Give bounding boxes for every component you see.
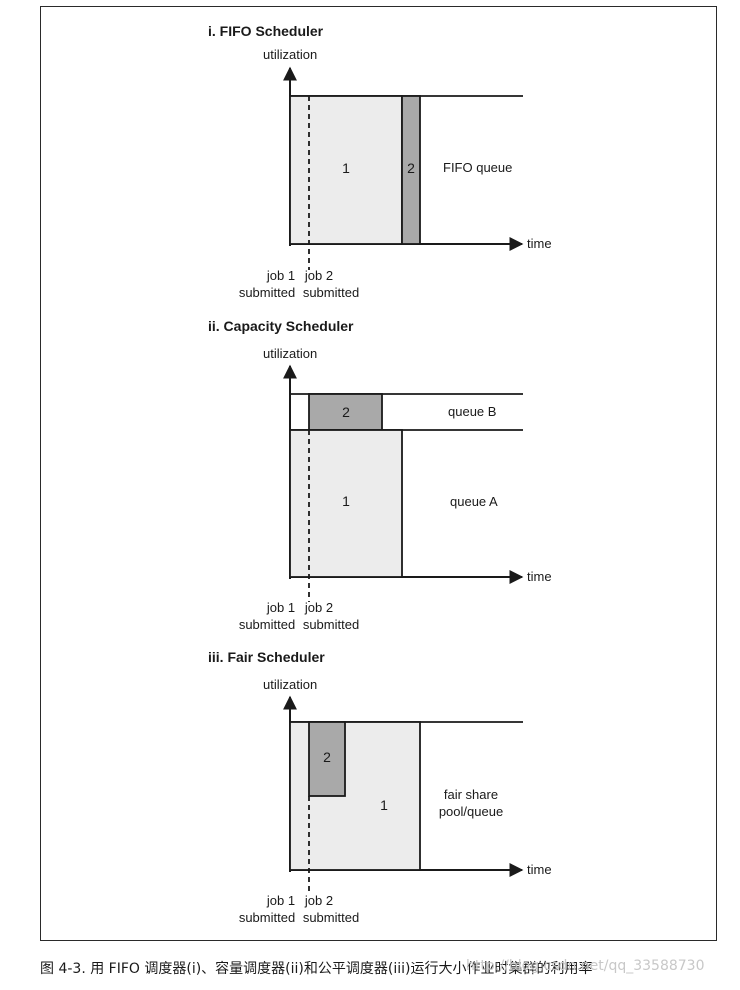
fifo-title: i. FIFO Scheduler — [208, 23, 324, 39]
fair-title: iii. Fair Scheduler — [208, 649, 325, 665]
fair-job2-block — [308, 721, 346, 797]
fifo-job2-label: 2 — [407, 160, 415, 176]
capacity-job2-submitted-line1: job 2 — [304, 600, 333, 615]
fifo-queue-label: FIFO queue — [443, 160, 512, 175]
fair-job1-submitted-line1: job 1 — [266, 893, 295, 908]
fifo-job1-submitted-line1: job 1 — [266, 268, 295, 283]
fair-x-axis-label: time — [527, 862, 552, 877]
watermark: http://blog.csdn.net/qq_33588730 — [466, 958, 705, 974]
fair-job1-label: 1 — [380, 797, 388, 813]
fair-job2-submitted-line1: job 2 — [304, 893, 333, 908]
fifo-job1-submitted-line2: submitted — [239, 285, 295, 300]
figure-caption: 图 4-3. 用 FIFO 调度器(i)、容量调度器(ii)和公平调度器(iii… — [40, 961, 593, 977]
capacity-job2-submitted-line2: submitted — [303, 617, 359, 632]
capacity-title: ii. Capacity Scheduler — [208, 318, 354, 334]
figure-frame — [40, 6, 717, 941]
fair-job1-submitted-line2: submitted — [239, 910, 295, 925]
capacity-queue-a-label: queue A — [450, 494, 498, 509]
fifo-panel: i. FIFO Scheduler utilization time 1 2 F… — [208, 23, 552, 300]
capacity-job1-label: 1 — [342, 493, 350, 509]
capacity-y-axis-label: utilization — [263, 346, 317, 361]
capacity-panel: ii. Capacity Scheduler utilization time … — [208, 318, 552, 632]
fifo-job1-label: 1 — [342, 160, 350, 176]
fair-job2-submitted-line2: submitted — [303, 910, 359, 925]
fifo-job2-submitted-line1: job 2 — [304, 268, 333, 283]
capacity-job2-block — [308, 393, 383, 431]
capacity-queue-b-label: queue B — [448, 404, 496, 419]
capacity-job1-submitted-line1: job 1 — [266, 600, 295, 615]
fifo-y-axis-label: utilization — [263, 47, 317, 62]
fifo-job2-submitted-line2: submitted — [303, 285, 359, 300]
fair-queue-label-line2: pool/queue — [439, 804, 503, 819]
capacity-job1-submitted-line2: submitted — [239, 617, 295, 632]
fifo-job2-block — [401, 95, 421, 245]
fair-job2-label: 2 — [323, 749, 331, 765]
fair-panel: iii. Fair Scheduler utilization time 2 1… — [208, 649, 552, 925]
fair-queue-label-line1: fair share — [444, 787, 498, 802]
capacity-job2-label: 2 — [342, 404, 350, 420]
fair-y-axis-label: utilization — [263, 677, 317, 692]
fifo-x-axis-label: time — [527, 236, 552, 251]
capacity-x-axis-label: time — [527, 569, 552, 584]
